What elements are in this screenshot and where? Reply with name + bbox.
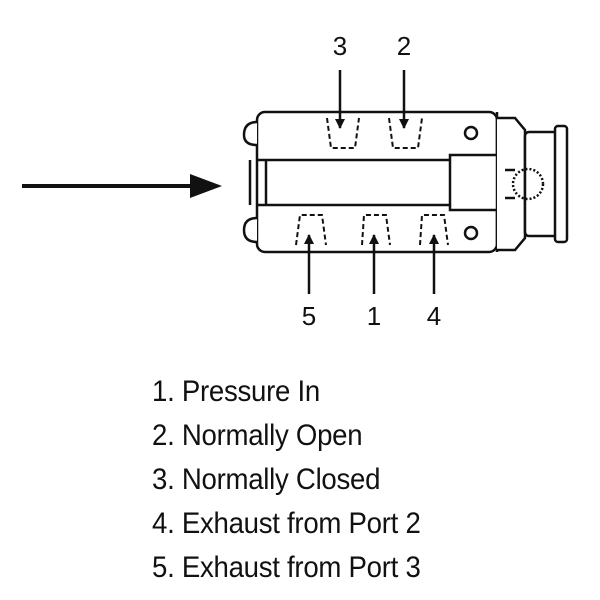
port-legend: 1. Pressure In 2. Normally Open 3. Norma… — [152, 370, 444, 590]
callout-1: 1 — [367, 301, 381, 331]
callout-5: 5 — [302, 301, 316, 331]
callout-4: 4 — [427, 301, 441, 331]
top-ports — [326, 117, 423, 149]
valve-body — [242, 110, 569, 254]
callout-arrows — [304, 70, 439, 294]
callout-2: 2 — [397, 31, 411, 61]
legend-item-4: 4. Exhaust from Port 2 — [152, 507, 421, 540]
valve-diagram: 3 2 5 1 4 — [22, 31, 569, 331]
bottom-ports — [295, 214, 449, 246]
legend-item-2: 2. Normally Open — [152, 419, 363, 452]
legend-item-1: 1. Pressure In — [152, 375, 320, 408]
legend-item-5: 5. Exhaust from Port 3 — [152, 551, 421, 584]
flow-direction-arrow — [22, 174, 222, 198]
callout-3: 3 — [333, 31, 347, 61]
legend-item-3: 3. Normally Closed — [152, 463, 381, 496]
